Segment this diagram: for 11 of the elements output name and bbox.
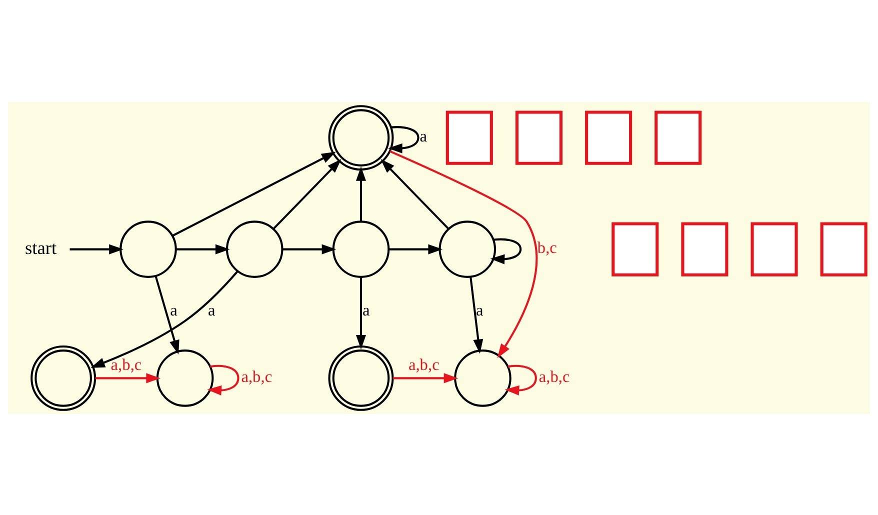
edge-label: a <box>476 300 484 320</box>
edge-label: a,b,c <box>538 366 570 386</box>
edge-label: a <box>170 300 178 320</box>
edge-label: a <box>208 300 216 320</box>
edge-label: a,b,c <box>110 354 142 374</box>
edge-label: a,b,c <box>408 354 440 374</box>
node-text: start <box>24 237 57 258</box>
edge-label: a <box>420 126 428 146</box>
edge-label: b,c <box>537 238 557 257</box>
edge-label: a <box>362 300 370 320</box>
edge-label: a,b,c <box>241 366 272 386</box>
